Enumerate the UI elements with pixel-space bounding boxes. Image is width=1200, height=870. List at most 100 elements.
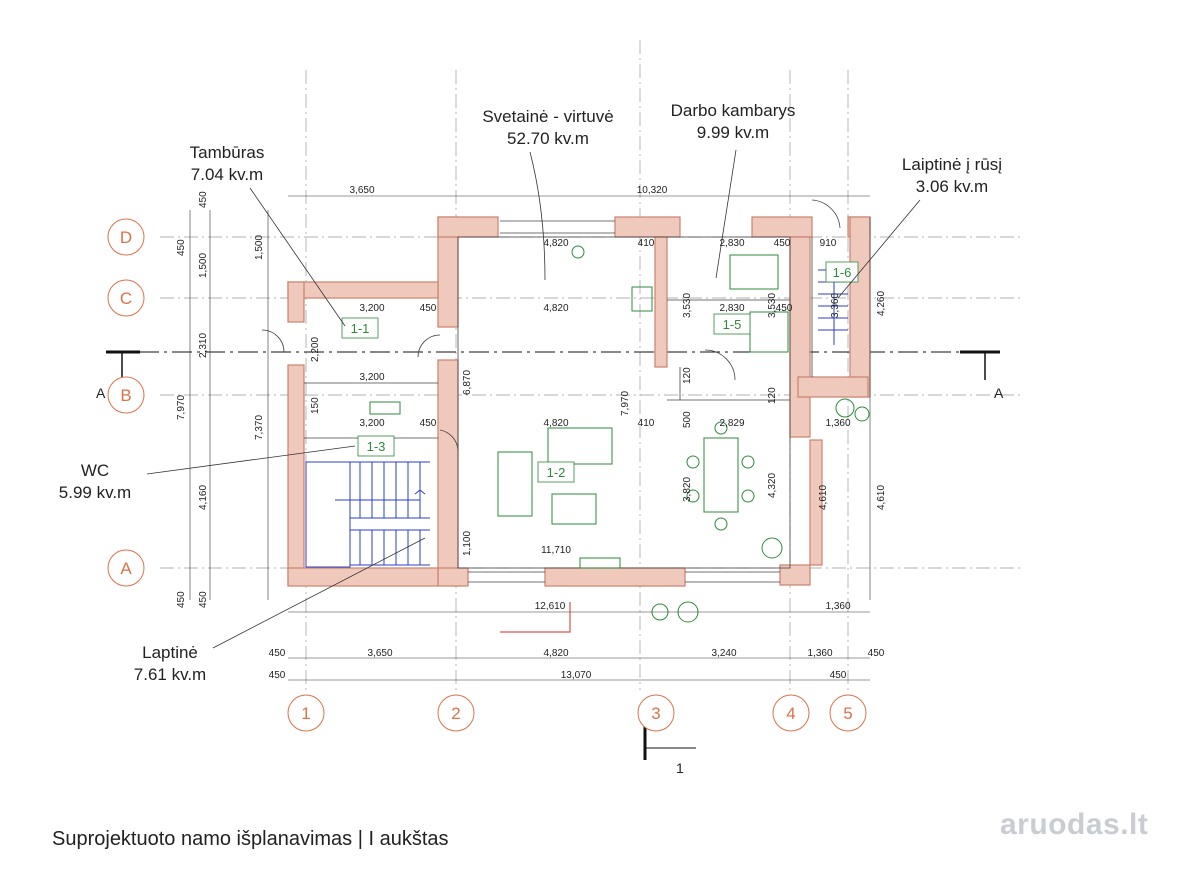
room-code-1-1: 1-1 (351, 321, 370, 336)
dim-b2-5: 1,360 (807, 648, 832, 659)
room-darbo-name: Darbo kambarys (671, 101, 796, 120)
dim-left-6: 450 (198, 591, 209, 608)
dim-b3-1: 450 (269, 670, 286, 681)
dim-i-15: 3,820 (682, 477, 693, 502)
dim-i-8: 7,970 (620, 391, 631, 416)
room-laiptine-rusi-name: Laiptinė į rūsį (902, 155, 1002, 174)
room-darbo-area: 9.99 kv.m (697, 123, 769, 142)
room-code-1-5: 1-5 (723, 317, 742, 332)
section-mark-right: A (994, 385, 1004, 401)
dim-i-16: 4,320 (767, 473, 778, 498)
dim-b3-3: 450 (830, 670, 847, 681)
room-svetaine-area: 52.70 kv.m (507, 129, 589, 148)
room-laptine-area: 7.61 kv.m (134, 665, 206, 684)
section-mark-left: A (96, 385, 106, 401)
stairs-main (305, 461, 430, 568)
dim-tl-2: 450 (176, 239, 187, 256)
room-laiptine-rusi-area: 3.06 kv.m (916, 177, 988, 196)
section-mark-bottom: 1 (676, 760, 684, 776)
room-wc-area: 5.99 kv.m (59, 483, 131, 502)
dim-i-17: 4,610 (818, 485, 829, 510)
grid-row-b: B (120, 386, 131, 405)
dim-left-2: 7,970 (176, 395, 187, 420)
dim-i-1: 2,200 (310, 337, 321, 362)
walls (287, 216, 871, 587)
dim-b2-1: 450 (269, 648, 286, 659)
dim-b-2: 1,360 (825, 601, 850, 612)
dim-c-2: 450 (420, 303, 437, 314)
dim-i-2: 6,870 (462, 370, 473, 395)
dim-c-8: 3,360 (830, 293, 841, 318)
dim-left-5: 450 (176, 591, 187, 608)
dim-d-2: 410 (638, 238, 655, 249)
dim-c-5: 2,830 (719, 303, 744, 314)
dim-c-1: 3,200 (359, 303, 384, 314)
dimension-lines (189, 195, 871, 681)
dim-top-2: 10,320 (637, 185, 668, 196)
grid-row-markers: D C B A (107, 218, 145, 587)
plan-caption: Suprojektuoto namo išplanavimas | I aukš… (52, 828, 449, 850)
dim-i-5: 3,200 (359, 418, 384, 429)
leader-lines (146, 149, 921, 649)
dim-tl-3: 1,500 (198, 253, 209, 278)
dim-c-4: 3,530 (682, 293, 693, 318)
dim-tl-4: 1,500 (254, 235, 265, 260)
plants (651, 398, 870, 623)
aruodas-logo: aruodas.lt (1000, 808, 1149, 841)
dim-left-3: 4,160 (198, 485, 209, 510)
room-wc-name: WC (81, 461, 109, 480)
grid-col-2: 2 (451, 704, 460, 723)
dim-d-4: 450 (774, 238, 791, 249)
grid-col-3: 3 (651, 704, 660, 723)
dim-i-21: 11,710 (541, 545, 571, 556)
dim-top-1: 3,650 (349, 185, 374, 196)
room-code-1-2: 1-2 (547, 465, 566, 480)
dim-i-4: 150 (310, 397, 321, 414)
grid-col-5: 5 (843, 704, 852, 723)
room-code-1-6: 1-6 (833, 265, 852, 280)
dim-d-5: 910 (820, 238, 837, 249)
grid-row-a: A (120, 559, 132, 578)
dim-i-19: 4,260 (876, 291, 887, 316)
dim-i-18: 4,610 (876, 485, 887, 510)
room-tamburas-name: Tambūras (190, 143, 265, 162)
room-codes: 1-1 1-2 1-3 1-5 1-6 (341, 261, 859, 483)
dimension-values: 3,650 10,320 450 450 1,500 1,500 2,310 7… (176, 185, 887, 681)
dim-c-7: 450 (776, 303, 793, 314)
section-line-a (106, 350, 1000, 760)
dim-b2-4: 3,240 (711, 648, 736, 659)
grid-col-4: 4 (786, 704, 795, 723)
dim-i-20: 1,100 (462, 531, 473, 556)
dim-i-14: 1,360 (825, 418, 850, 429)
dim-i-6: 450 (420, 418, 437, 429)
room-labels: Tambūras 7.04 kv.m Svetainė - virtuvė 52… (59, 101, 1003, 684)
dim-i-3: 3,200 (359, 372, 384, 383)
grid-row-c: C (120, 289, 132, 308)
dim-b-1: 12,610 (535, 601, 566, 612)
dim-b2-6: 450 (868, 648, 885, 659)
dim-d-3: 2,830 (719, 238, 744, 249)
dim-c-3: 4,820 (543, 303, 568, 314)
dim-i-7: 4,820 (543, 418, 568, 429)
grid-col-1: 1 (301, 704, 310, 723)
room-laptine-name: Laptinė (142, 643, 198, 662)
grid-col-markers: 1 2 3 4 5 (287, 694, 867, 732)
room-tamburas-area: 7.04 kv.m (191, 165, 263, 184)
dim-left-4: 7,370 (254, 415, 265, 440)
dim-i-9: 410 (638, 418, 655, 429)
room-code-1-3: 1-3 (367, 439, 386, 454)
dim-b3-2: 13,070 (561, 670, 592, 681)
room-svetaine-name: Svetainė - virtuvė (482, 107, 613, 126)
dim-d-1: 4,820 (543, 238, 568, 249)
dim-i-12: 120 (767, 387, 778, 404)
dim-left-1: 2,310 (198, 333, 209, 358)
interior-lines (261, 199, 841, 583)
grid-row-d: D (120, 228, 132, 247)
dim-tl-1: 450 (198, 191, 209, 208)
dim-i-13: 2,829 (719, 418, 744, 429)
dim-b2-3: 4,820 (543, 648, 568, 659)
dim-b2-2: 3,650 (367, 648, 392, 659)
dim-i-11: 120 (682, 367, 693, 384)
dim-i-10: 500 (682, 411, 693, 428)
